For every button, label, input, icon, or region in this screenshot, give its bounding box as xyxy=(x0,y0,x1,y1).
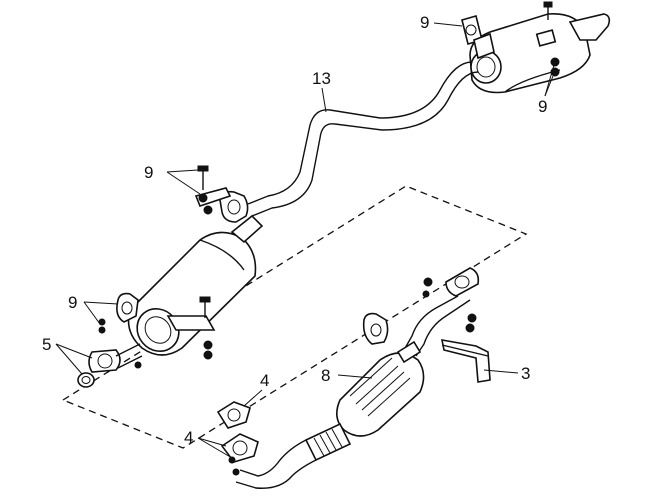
leader-lines xyxy=(55,22,557,459)
callout-9-mid: 9 xyxy=(144,163,153,182)
callout-9-left: 9 xyxy=(68,293,77,312)
dashed-boundary xyxy=(61,185,528,449)
rear-silencer xyxy=(469,1,611,94)
intermediate-pipe xyxy=(247,61,479,217)
down-pipe xyxy=(235,422,352,489)
callout-5: 5 xyxy=(42,335,51,354)
callout-3: 3 xyxy=(521,364,530,383)
mounting-bracket xyxy=(440,339,491,383)
callout-4-lower: 4 xyxy=(184,428,193,447)
front-pipe xyxy=(403,267,480,357)
callout-13: 13 xyxy=(312,69,331,88)
callout-4-upper: 4 xyxy=(260,371,269,390)
mounting-rubber-mid xyxy=(194,165,249,223)
callout-9-right: 9 xyxy=(538,97,547,116)
gasket-lower xyxy=(220,433,259,476)
gasket-upper xyxy=(216,401,251,429)
callout-9-top: 9 xyxy=(420,13,429,32)
catalytic-converter xyxy=(336,340,425,437)
mounting-rubber-top xyxy=(461,15,495,60)
front-flange xyxy=(88,343,143,373)
converter-rubber-mount xyxy=(362,312,389,345)
clamp-ring xyxy=(77,372,95,388)
callout-8: 8 xyxy=(321,366,330,385)
front-silencer xyxy=(127,214,264,360)
